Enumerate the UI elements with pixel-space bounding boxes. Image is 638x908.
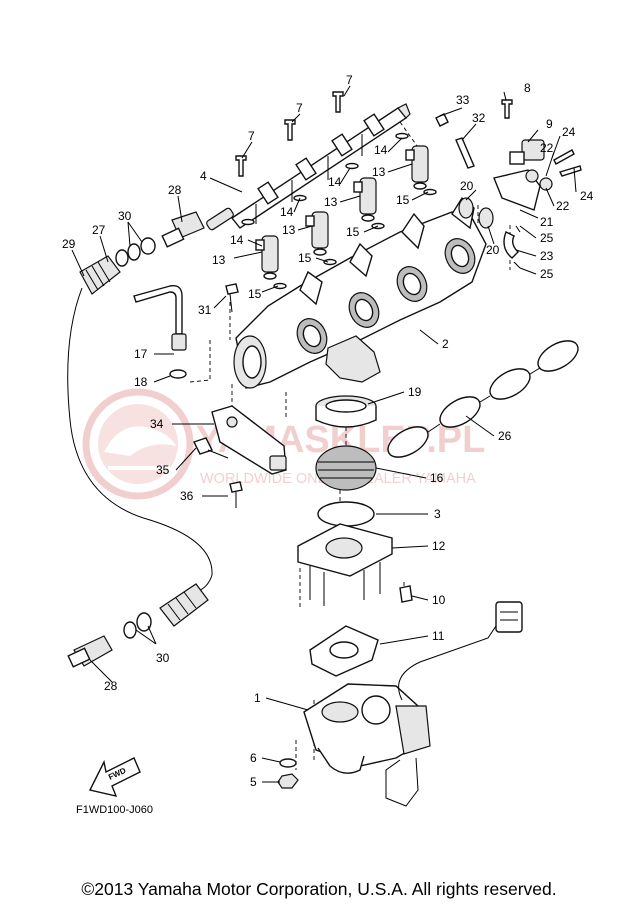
- callout-23: 23: [540, 249, 554, 263]
- callout-15: 15: [248, 287, 262, 301]
- callout-22: 22: [540, 141, 554, 155]
- callout-2: 2: [442, 337, 449, 351]
- callout-13: 13: [212, 253, 226, 267]
- callout-10: 10: [432, 593, 446, 607]
- callout-21: 21: [540, 215, 554, 229]
- callout-7: 7: [296, 101, 303, 115]
- callout-25: 25: [540, 231, 554, 245]
- callout-15: 15: [346, 225, 360, 239]
- callout-15: 15: [298, 251, 312, 265]
- callout-35: 35: [156, 463, 170, 477]
- callout-28: 28: [168, 183, 182, 197]
- callout-11: 11: [432, 629, 445, 643]
- fuel-rail: [206, 103, 411, 231]
- callout-3: 3: [434, 507, 441, 521]
- callout-30: 30: [156, 651, 170, 665]
- callout-32: 32: [472, 111, 486, 125]
- throttle-group: [277, 395, 523, 807]
- callout-4: 4: [200, 169, 207, 183]
- callout-20: 20: [460, 179, 474, 193]
- watermark-logo: [82, 388, 194, 500]
- callout-14: 14: [374, 143, 388, 157]
- bracket-assembly: [193, 405, 287, 508]
- callout-30: 30: [118, 209, 132, 223]
- callout-5: 5: [250, 775, 257, 789]
- callout-19: 19: [408, 385, 422, 399]
- callout-18: 18: [134, 375, 148, 389]
- callout-14: 14: [280, 205, 294, 219]
- callout-36: 36: [180, 489, 194, 503]
- callout-leaders: [71, 85, 577, 783]
- callout-31: 31: [198, 303, 212, 317]
- callout-15: 15: [396, 193, 410, 207]
- callout-26: 26: [498, 429, 512, 443]
- callout-7: 7: [346, 73, 353, 87]
- callout-7: 7: [248, 129, 255, 143]
- injector-3: [353, 177, 377, 222]
- injector-4: [405, 145, 429, 190]
- callouts: 7 7 7 8 33 32 9 24 22 24 22 21 20 20 25 …: [62, 73, 594, 789]
- injector-2: [305, 211, 329, 256]
- callout-34: 34: [150, 417, 164, 431]
- callout-13: 13: [372, 165, 386, 179]
- callout-27: 27: [92, 223, 106, 237]
- callout-8: 8: [524, 81, 531, 95]
- callout-29: 29: [62, 237, 76, 251]
- callout-13: 13: [324, 195, 338, 209]
- callout-12: 12: [432, 539, 446, 553]
- sensor-bracket: [435, 99, 582, 269]
- copyright-notice: ©2013 Yamaha Motor Corporation, U.S.A. A…: [81, 879, 557, 899]
- fuel-fittings-lower: [67, 583, 209, 668]
- callout-20: 20: [486, 243, 500, 257]
- manifold-gasket: [387, 340, 579, 458]
- callout-14: 14: [230, 233, 244, 247]
- callout-28: 28: [104, 679, 118, 693]
- callout-24: 24: [580, 189, 594, 203]
- callout-24: 24: [562, 125, 576, 139]
- callout-6: 6: [250, 751, 257, 765]
- injector-1: [255, 235, 279, 280]
- callout-14: 14: [328, 175, 342, 189]
- diagram-code: F1WD100-J060: [76, 804, 154, 816]
- callout-25: 25: [540, 267, 554, 281]
- fwd-arrow-icon: FWD: [88, 757, 141, 797]
- callout-16: 16: [430, 471, 444, 485]
- callout-9: 9: [546, 117, 553, 131]
- fuel-fittings-upper: [79, 211, 239, 379]
- callout-13: 13: [282, 223, 296, 237]
- callout-22: 22: [556, 199, 570, 213]
- callout-1: 1: [254, 691, 261, 705]
- intake-manifold: [233, 196, 487, 389]
- callout-17: 17: [134, 347, 148, 361]
- rail-bolts: [235, 91, 344, 177]
- callout-33: 33: [456, 93, 470, 107]
